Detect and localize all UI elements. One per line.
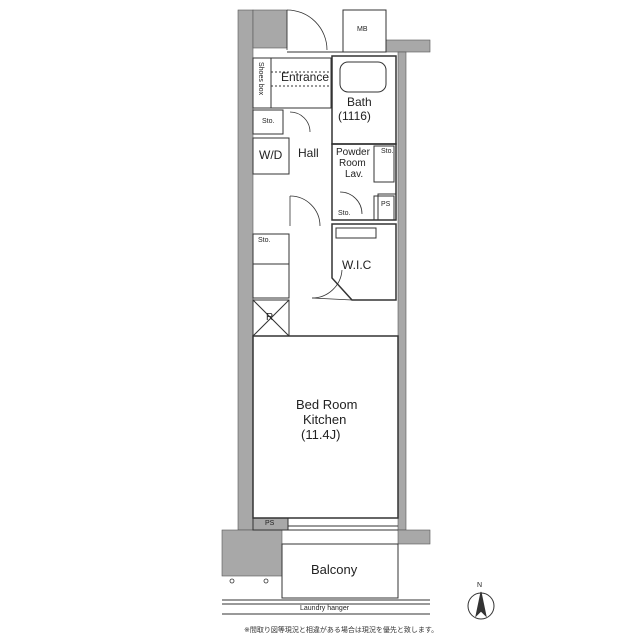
label-laundry-hanger: Laundry hanger [300, 605, 350, 612]
room-label-size: (11.4J) [301, 427, 341, 442]
room-label-sto-2: Sto. [381, 148, 394, 155]
walls [221, 9, 431, 577]
compass-icon [467, 591, 495, 620]
room-label-wic: W.I.C [342, 258, 372, 272]
room-label-bed-room: Bed Room [296, 397, 358, 412]
room-label-bath-size: (1116) [338, 109, 371, 123]
footnote: ※間取り図等現況と相違がある場合は現況を優先と致します。 [244, 626, 439, 634]
room-label-sto-4: Sto. [258, 237, 271, 244]
room-label-hall: Hall [298, 146, 319, 160]
interior-lines [222, 9, 430, 615]
room-label-lav: Lav. [345, 169, 364, 180]
room-label-ps-1: PS [381, 201, 391, 208]
balcony-fixtures [229, 578, 269, 584]
room-label-room: Room [339, 158, 366, 169]
room-label-shoes-box: Shoes box [257, 62, 265, 96]
room-label-ps-2: PS [265, 520, 275, 527]
room-label-sto-3: Sto. [338, 210, 351, 217]
door-swings [286, 9, 363, 301]
room-label-bath: Bath [347, 95, 372, 109]
room-label-balcony: Balcony [311, 562, 358, 577]
room-label-mb: MB [357, 26, 368, 33]
room-label-kitchen: Kitchen [303, 412, 347, 427]
compass-label: N [477, 582, 483, 589]
room-label-powder: Powder [336, 147, 370, 158]
room-label-r: R [266, 312, 274, 323]
room-label-sto-1: Sto. [262, 118, 275, 125]
room-label-entrance: Entrance [281, 70, 330, 84]
room-label-wd: W/D [259, 148, 283, 162]
